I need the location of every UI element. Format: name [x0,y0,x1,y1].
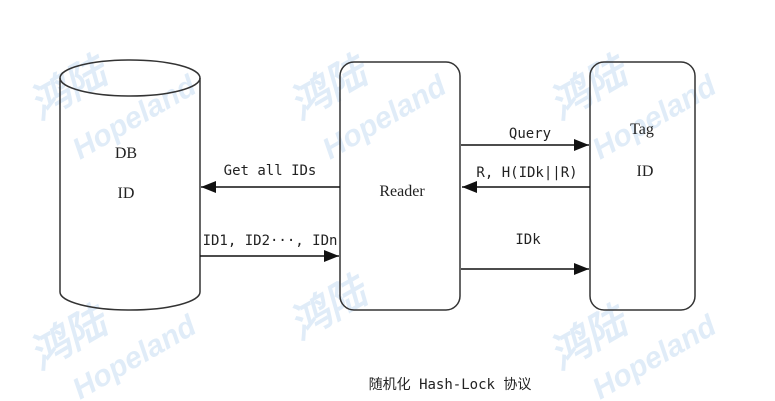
db-id-label: ID [118,185,135,202]
svg-text:鸿陆: 鸿陆 [283,268,378,348]
watermarks: 鸿陆 Hopeland 鸿陆 Hopeland 鸿陆 Hopeland 鸿陆 H… [23,48,723,401]
db-label: DB [115,145,137,162]
tag-label: Tag [630,121,654,138]
msg-idk: IDk [515,232,541,248]
msg-get-all: Get all IDs [224,163,317,179]
caption: 随机化 Hash-Lock 协议 [369,377,532,393]
reader-label: Reader [379,183,425,200]
tag-box [589,61,696,311]
msg-query: Query [509,126,551,142]
db-cylinder [59,59,201,311]
tag-id-label: ID [637,163,654,180]
msg-response: R, H(IDk||R) [476,165,577,181]
msg-ids: ID1, ID2···, IDn [203,233,338,249]
reader-box [339,61,461,311]
